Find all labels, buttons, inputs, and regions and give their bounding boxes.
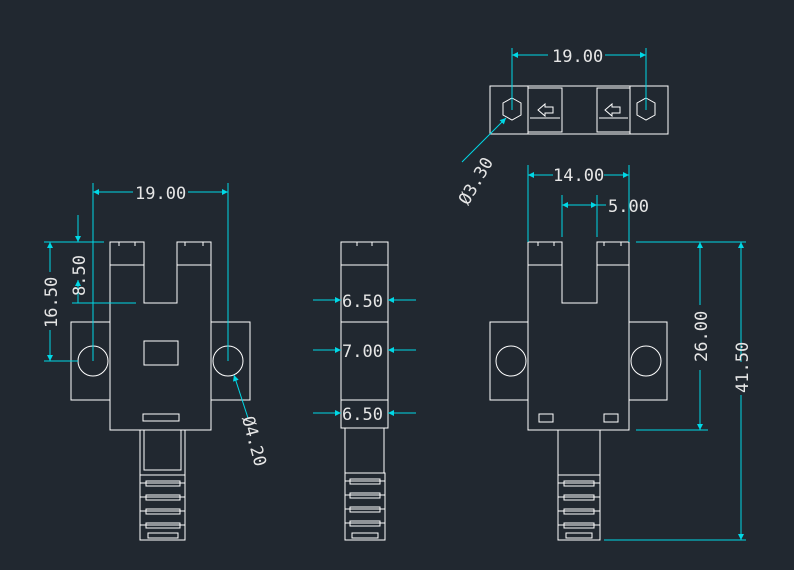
dim-top-view-hole: Ø3.30 [455,154,498,208]
dimension-labels: 19.00 Ø3.30 19.00 8.50 16.50 Ø4.20 6.50 … [42,47,753,469]
dim-front-hole-height: 16.50 [42,277,62,328]
top-view [489,85,669,135]
arrow-left-icon [537,102,554,118]
cable-connector [344,472,386,541]
dim-front-width: 19.00 [135,184,186,204]
dim-front-hole-dia: Ø4.20 [237,414,270,469]
dim-side-top: 6.50 [342,292,383,312]
front-view [70,241,251,541]
cable-connector [557,474,601,541]
top-view-dimensions [461,48,647,163]
dim-top-view-width: 19.00 [552,47,603,67]
right-right-hole [630,345,662,377]
right-view-dimensions [527,165,746,541]
front-view-dimensions [44,183,249,419]
dim-right-width: 14.00 [553,166,604,186]
dim-side-mid: 7.00 [342,342,383,362]
arrow-left-icon [604,102,621,118]
dim-right-body-height: 26.00 [692,311,712,362]
side-view-dimensions [313,297,416,416]
dim-side-bottom: 6.50 [342,405,383,425]
top-left-hex-hole [502,97,522,121]
dim-right-slot: 5.00 [608,197,649,217]
right-view [489,241,668,541]
dim-front-slot-depth: 8.50 [70,255,90,296]
cable-connector [139,474,186,541]
dim-right-total-height: 41.50 [733,342,753,393]
top-right-hex-hole [636,97,656,121]
side-view [340,241,389,541]
right-left-hole [495,345,527,377]
